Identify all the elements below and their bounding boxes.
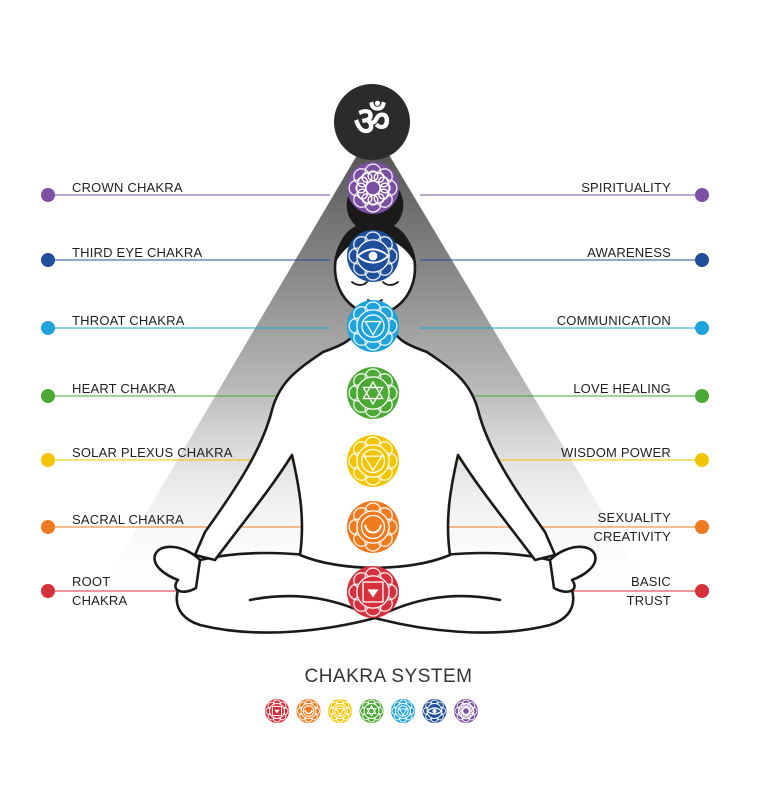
chakra-meaning-label: SEXUALITY CREATIVITY (593, 508, 671, 546)
legend-chakra-lotus-thousand-petal-icon (454, 699, 478, 723)
label-line: COMMUNICATION (556, 313, 671, 328)
guide-dot-left (41, 520, 55, 534)
legend-chakra-hexagram-icon (359, 699, 384, 723)
body-chakra-square-triangle-icon (347, 566, 399, 618)
legend-chakra-throat-triangle-icon (391, 699, 415, 723)
figure-right-hand (548, 545, 597, 593)
figure-left-hand (153, 545, 202, 593)
label-line: TRUST (626, 593, 671, 608)
body-chakra-lotus-thousand-petal-icon (347, 162, 399, 214)
label-line: BASIC (630, 574, 671, 589)
guide-dot-left (41, 389, 55, 403)
guide-dot-right (695, 321, 709, 335)
chakra-name-label: CROWN CHAKRA (72, 178, 183, 197)
label-line: SACRAL CHAKRA (72, 512, 184, 527)
guide-dot-left (41, 253, 55, 267)
guide-dot-right (695, 453, 709, 467)
legend-chakra-triangle-down-icon (328, 699, 352, 723)
label-line: THROAT CHAKRA (72, 313, 185, 328)
guide-dot-right (695, 520, 709, 534)
guide-lines (41, 188, 709, 598)
label-line: SOLAR PLEXUS CHAKRA (72, 445, 233, 460)
diagram-title: CHAKRA SYSTEM (304, 666, 473, 687)
guide-dot-right (695, 584, 709, 598)
legend-chakra-crescent-moon-icon (296, 699, 321, 723)
chakra-name-label: HEART CHAKRA (72, 379, 176, 398)
chakra-meaning-label: LOVE HEALING (573, 379, 671, 398)
label-line: CROWN CHAKRA (72, 180, 183, 195)
om-symbol-badge: ॐ (334, 84, 410, 160)
label-line: HEART CHAKRA (72, 381, 176, 396)
chakra-meaning-label: BASIC TRUST (627, 572, 671, 610)
label-line: ROOT (72, 574, 111, 589)
legend-icons (265, 699, 478, 723)
label-line: WISDOM POWER (560, 445, 671, 460)
guide-dot-left (41, 453, 55, 467)
label-line: SPIRITUALITY (581, 180, 671, 195)
body-chakra-hexagram-icon (347, 367, 399, 419)
legend-chakra-eye-icon (422, 699, 447, 723)
guide-dot-left (41, 321, 55, 335)
body-chakra-crescent-moon-icon (347, 501, 399, 553)
label-line: LOVE HEALING (573, 381, 671, 396)
chakra-name-label: THROAT CHAKRA (72, 311, 185, 330)
guide-dot-right (695, 188, 709, 202)
body-chakra-eye-icon (347, 230, 399, 282)
guide-dot-right (695, 253, 709, 267)
chakra-name-label: SACRAL CHAKRA (72, 510, 184, 529)
label-line: THIRD EYE CHAKRA (72, 245, 203, 260)
chakra-name-label: ROOT CHAKRA (72, 572, 127, 610)
body-chakra-throat-triangle-icon (347, 300, 399, 352)
chakra-name-label: THIRD EYE CHAKRA (72, 243, 202, 262)
label-line: CREATIVITY (593, 529, 671, 544)
label-line: SEXUALITY (597, 510, 671, 525)
chakra-meaning-label: WISDOM POWER (561, 443, 671, 462)
label-line: AWARENESS (587, 245, 671, 260)
guide-dot-right (695, 389, 709, 403)
chakra-meaning-label: COMMUNICATION (557, 311, 671, 330)
chakra-name-label: SOLAR PLEXUS CHAKRA (72, 443, 233, 462)
chakra-meaning-label: SPIRITUALITY (581, 178, 671, 197)
body-chakras (347, 162, 399, 618)
guide-dot-left (41, 188, 55, 202)
legend-chakra-square-triangle-icon (265, 699, 289, 723)
guide-dot-left (41, 584, 55, 598)
chakra-meaning-label: AWARENESS (587, 243, 671, 262)
om-icon: ॐ (354, 99, 390, 145)
label-line: CHAKRA (72, 593, 128, 608)
body-chakra-triangle-down-icon (347, 435, 399, 487)
